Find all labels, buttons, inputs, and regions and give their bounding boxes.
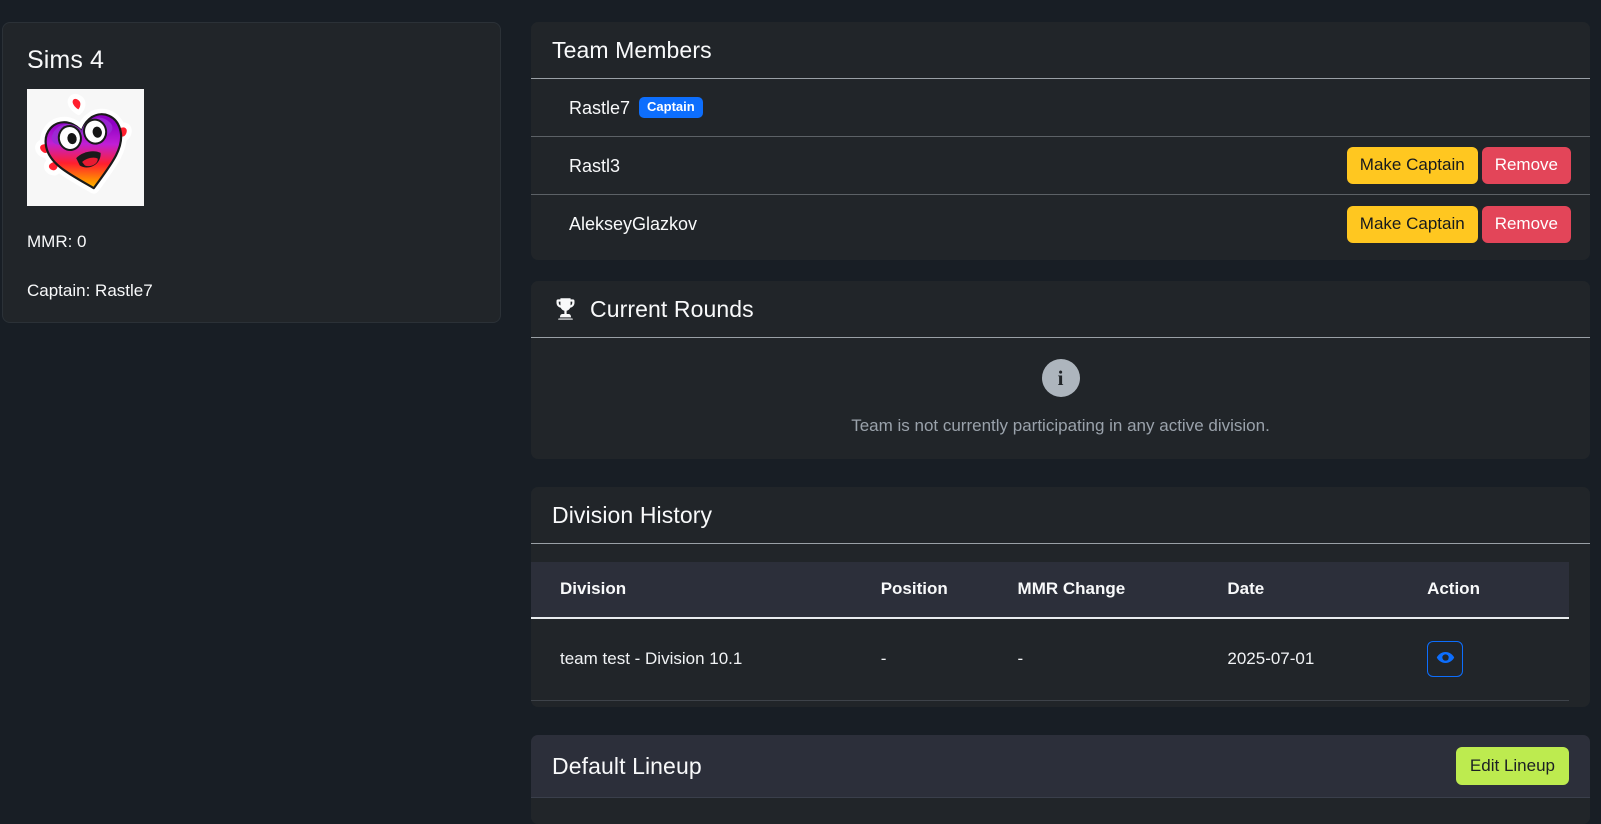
edit-lineup-button[interactable]: Edit Lineup: [1455, 747, 1569, 785]
table-row: team test - Division 10.1 - - 2025-07-01: [531, 618, 1569, 701]
team-mmr: MMR: 0: [27, 232, 87, 251]
member-row: Rastl3 Make Captain Remove: [531, 137, 1590, 195]
make-captain-button[interactable]: Make Captain: [1346, 205, 1478, 243]
view-division-button[interactable]: [1427, 641, 1464, 677]
trophy-icon: [552, 296, 579, 323]
default-lineup-card: Default Lineup Edit Lineup: [531, 735, 1590, 824]
team-name: Sims 4: [27, 46, 105, 74]
division-history-title: Division History: [552, 502, 713, 528]
cell-mmr-change: -: [1017, 618, 1228, 701]
default-lineup-title: Default Lineup: [552, 753, 702, 779]
team-members-card: Team Members Rastle7 Captain Rastl3 Make…: [531, 22, 1590, 260]
division-history-header: Division History: [531, 487, 1590, 544]
column-header-date: Date: [1227, 562, 1428, 619]
column-header-action: Action: [1427, 562, 1569, 619]
default-lineup-body: [531, 798, 1590, 824]
member-row: AlekseyGlazkov Make Captain Remove: [531, 195, 1590, 253]
table-header: Division Position MMR Change Date Action: [531, 562, 1569, 619]
make-captain-button[interactable]: Make Captain: [1346, 147, 1478, 184]
default-lineup-header: Default Lineup Edit Lineup: [531, 735, 1590, 798]
current-rounds-empty-text: Team is not currently participating in a…: [851, 416, 1270, 435]
column-header-division: Division: [531, 562, 881, 619]
current-rounds-header: Current Rounds: [531, 281, 1590, 338]
remove-member-button[interactable]: Remove: [1481, 205, 1571, 243]
fire-heart-emoji-avatar: [27, 89, 144, 206]
team-members-title: Team Members: [552, 37, 712, 63]
division-history-table-wrap: Division Position MMR Change Date Action…: [531, 544, 1590, 701]
cell-action: [1427, 618, 1569, 701]
division-history-table: Division Position MMR Change Date Action…: [531, 562, 1569, 701]
division-history-card: Division History Division Position MMR C…: [531, 487, 1590, 707]
captain-badge: Captain: [639, 97, 703, 118]
team-members-header: Team Members: [531, 22, 1590, 79]
table-body: team test - Division 10.1 - - 2025-07-01: [531, 618, 1569, 701]
member-row: Rastle7 Captain: [531, 79, 1590, 137]
column-header-mmr-change: MMR Change: [1017, 562, 1228, 619]
member-actions: Make Captain Remove: [1346, 205, 1571, 243]
member-name: Rastl3: [569, 155, 621, 176]
team-captain: Captain: Rastle7: [27, 281, 153, 300]
right-column: Team Members Rastle7 Captain Rastl3 Make…: [531, 0, 1601, 824]
cell-date: 2025-07-01: [1227, 618, 1428, 701]
current-rounds-card: Current Rounds i Team is not currently p…: [531, 281, 1590, 459]
current-rounds-title: Current Rounds: [590, 296, 754, 322]
column-header-position: Position: [880, 562, 1018, 619]
member-actions: Make Captain Remove: [1346, 147, 1571, 184]
table-header-row: Division Position MMR Change Date Action: [531, 562, 1569, 619]
team-info-card: Sims 4: [2, 22, 501, 323]
remove-member-button[interactable]: Remove: [1481, 147, 1571, 184]
current-rounds-empty-state: i Team is not currently participating in…: [531, 338, 1590, 458]
eye-icon: [1436, 648, 1455, 670]
member-name: Rastle7: [569, 97, 631, 118]
info-circle-icon: i: [1041, 359, 1080, 397]
cell-division: team test - Division 10.1: [531, 618, 881, 701]
member-name: AlekseyGlazkov: [569, 214, 698, 234]
cell-position: -: [880, 618, 1018, 701]
